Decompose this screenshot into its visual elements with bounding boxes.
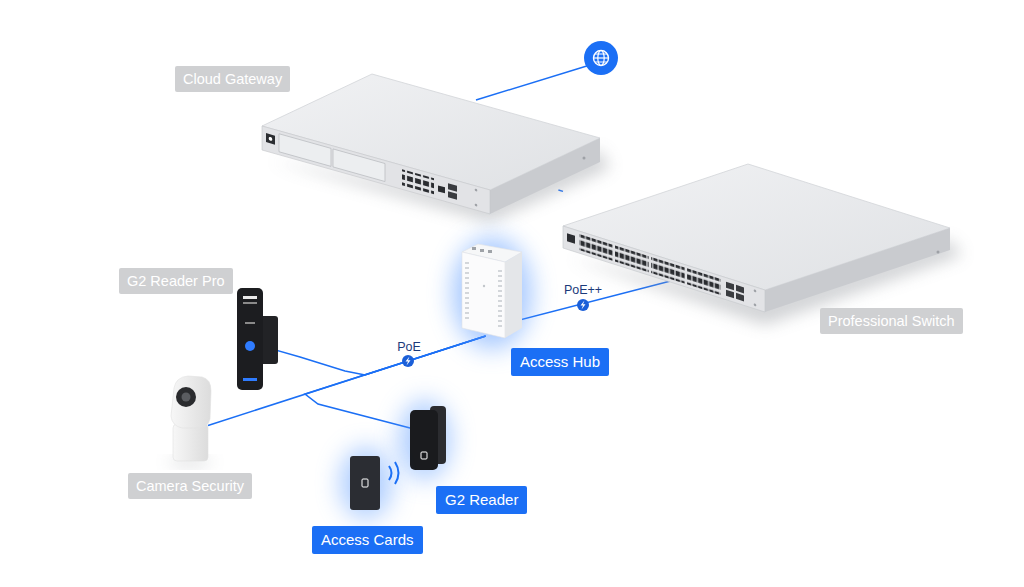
nfc-wave — [395, 462, 399, 484]
switch-ports — [579, 234, 613, 261]
reader-button — [245, 341, 255, 351]
camera-lens-glass — [182, 393, 191, 402]
uplink-wire — [476, 65, 590, 100]
reader-strip — [243, 378, 257, 381]
switch-ports — [615, 245, 649, 272]
hub-front — [462, 252, 505, 338]
lan-ports — [402, 169, 434, 194]
sfp-port — [736, 293, 744, 302]
network-cable — [305, 336, 486, 428]
poe-badge — [577, 299, 589, 311]
mount-bracket — [256, 316, 278, 364]
hub-side — [505, 252, 522, 338]
gateway-front — [262, 126, 490, 214]
device-label: Professional Switch — [820, 308, 963, 334]
device-label: G2 Reader — [436, 486, 527, 514]
internet-globe — [584, 41, 618, 75]
drive-bay — [333, 149, 385, 182]
poe-badge — [402, 355, 414, 367]
reader-screen-line — [243, 296, 257, 299]
highlight-glow — [340, 447, 392, 519]
lan-port — [438, 185, 445, 193]
globe-outline — [594, 51, 609, 66]
camera-base — [173, 424, 208, 461]
power-button — [567, 233, 575, 244]
switch-ports — [687, 268, 721, 295]
reader-side — [430, 406, 446, 464]
hub-port — [472, 247, 476, 250]
device-label: Cloud Gateway — [175, 66, 290, 92]
sfp-port — [736, 285, 744, 294]
sfp-port — [448, 191, 457, 200]
power-button — [266, 133, 275, 145]
gateway-screw — [583, 157, 586, 160]
nfc-wave — [389, 466, 392, 480]
power-bolt — [406, 357, 411, 366]
sfp-port — [448, 183, 457, 192]
power-label: PoE — [397, 340, 421, 354]
device-node: Cloud Gateway — [262, 74, 600, 190]
globe-parallel — [595, 54, 607, 55]
power-label: PoE++ — [564, 283, 602, 297]
sfp-port — [726, 282, 734, 291]
card-logo — [362, 479, 368, 487]
device-node: G2 Reader — [411, 410, 441, 468]
switch-ports — [651, 257, 685, 284]
switch-screw — [754, 303, 757, 306]
device-node: Access Cards — [350, 456, 380, 510]
switch-side — [765, 228, 950, 312]
device-node: Camera Security — [172, 380, 208, 458]
device-shadow — [168, 458, 212, 466]
hub-led — [483, 285, 485, 287]
hub-port — [488, 250, 492, 253]
gateway-screw — [475, 188, 478, 191]
network-cable — [558, 190, 563, 191]
reader-screen-line — [245, 322, 255, 324]
hub-vent — [465, 262, 469, 322]
reader-body — [410, 410, 438, 470]
hub-top — [462, 244, 522, 262]
reader-logo — [421, 452, 427, 459]
switch-screw — [754, 289, 757, 292]
device-node: Professional Switch — [563, 168, 951, 280]
reader-pro-body — [237, 288, 263, 390]
device-node: Access Hub — [464, 250, 504, 336]
highlight-glow — [452, 237, 532, 349]
network-cable — [262, 336, 486, 375]
device-shadow — [270, 150, 610, 222]
drive-bay — [279, 134, 331, 167]
network-cable — [504, 280, 674, 324]
hub-port — [480, 249, 484, 252]
device-node: G2 Reader Pro — [238, 290, 262, 390]
reader-screen-line — [243, 302, 257, 304]
globe-equator — [594, 57, 609, 58]
power-led — [269, 137, 273, 142]
camera-head — [171, 376, 211, 428]
gateway-screw — [475, 203, 478, 206]
highlight-glow — [399, 400, 451, 480]
hub-vent — [498, 270, 502, 330]
globe-parallel — [595, 62, 607, 63]
camera-lens — [176, 387, 196, 407]
switch-front — [563, 226, 765, 312]
access-card — [350, 456, 380, 510]
sfp-port — [726, 290, 734, 299]
gateway-top — [262, 74, 600, 190]
switch-top — [563, 164, 950, 290]
globe-meridian — [598, 51, 604, 66]
device-label: G2 Reader Pro — [119, 268, 233, 294]
device-label: Access Hub — [511, 348, 609, 376]
gateway-side — [490, 138, 600, 214]
device-label: Access Cards — [312, 526, 423, 554]
power-bolt — [581, 301, 586, 310]
switch-screw — [937, 251, 940, 254]
device-label: Camera Security — [128, 473, 252, 499]
